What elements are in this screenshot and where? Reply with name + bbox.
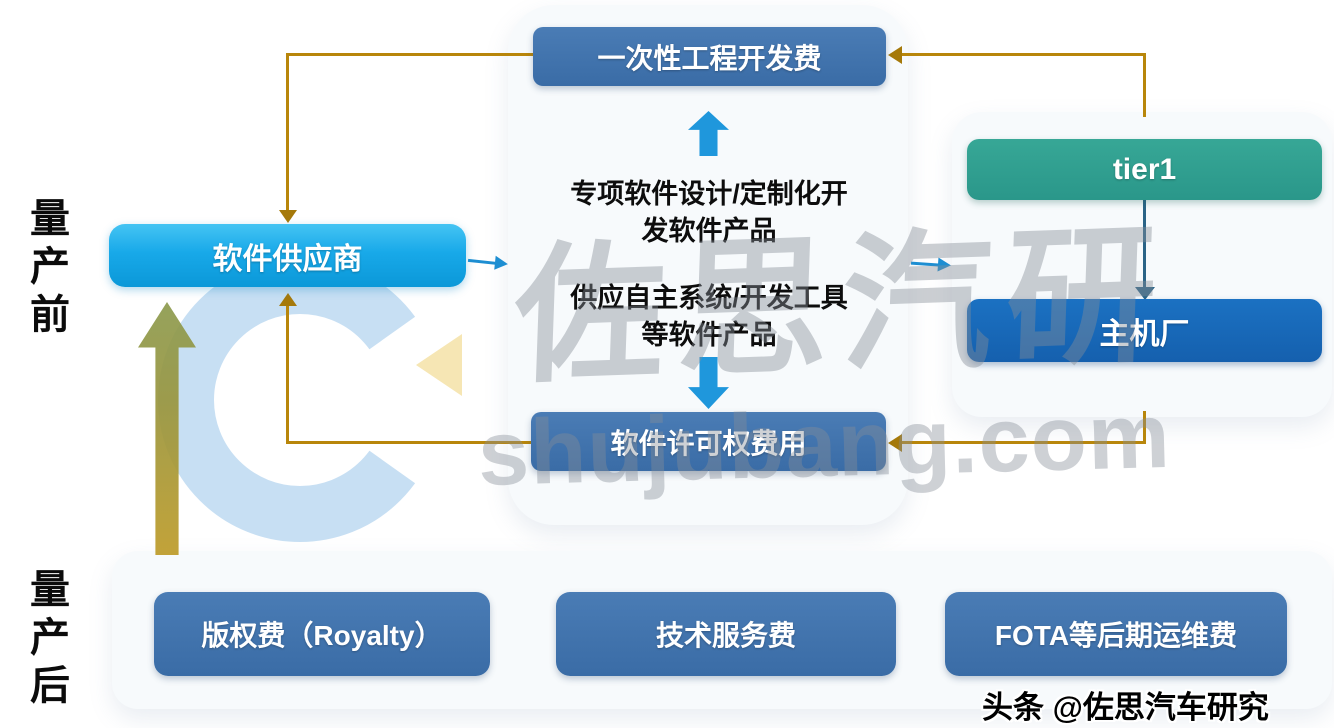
- box-fota-ops-fee: FOTA等后期运维费: [945, 592, 1287, 676]
- arrow-tip-icon: [937, 257, 952, 273]
- arrowhead-down-into-supplier-icon: [279, 210, 297, 223]
- watermark-toutiao-byline: 头条 @佐思汽车研究: [982, 690, 1269, 725]
- box-software-license-fee: 软件许可权费用: [531, 412, 886, 471]
- connector-tier1-to-onetime-h: [901, 53, 1146, 56]
- note-line: 发软件产品: [641, 216, 777, 246]
- box-software-supplier: 软件供应商: [109, 224, 466, 287]
- box-oem: 主机厂: [967, 299, 1322, 362]
- note-custom-development: 专项软件设计/定制化开 发软件产品: [530, 176, 888, 250]
- arrowhead-left-into-license-icon: [888, 434, 902, 452]
- note-line: 专项软件设计/定制化开: [570, 179, 848, 209]
- label-post-mass-production: 量产后: [24, 568, 68, 712]
- notes-to-tier1-arrow-icon: [910, 255, 952, 274]
- box-tier1: tier1: [967, 139, 1322, 200]
- box-royalty-fee: 版权费（Royalty）: [154, 592, 490, 676]
- note-line: 等软件产品: [641, 320, 777, 350]
- label-pre-mass-production: 量产前: [24, 197, 68, 341]
- box-tech-service-fee: 技术服务费: [556, 592, 896, 676]
- connector-oem-to-license-h: [901, 441, 1146, 444]
- arrowhead-left-into-onetime-icon: [888, 46, 902, 64]
- arrowhead-up-into-supplier-icon: [279, 293, 297, 306]
- arrow-shaft: [910, 261, 941, 267]
- supplier-to-notes-arrow-icon: [467, 252, 509, 272]
- note-self-supply: 供应自主系统/开发工具 等软件产品: [530, 280, 888, 354]
- connector-onetime-to-supplier-v: [286, 53, 289, 211]
- connector-onetime-to-supplier-h: [288, 53, 533, 56]
- box-onetime-engineering-fee: 一次性工程开发费: [533, 27, 886, 86]
- note-line: 供应自主系统/开发工具: [570, 283, 848, 313]
- connector-tier1-to-oem: [1143, 200, 1146, 288]
- arrowhead-down-into-oem-icon: [1135, 287, 1155, 300]
- arrow-shaft: [467, 258, 498, 265]
- connector-tier1-to-onetime-v: [1143, 55, 1146, 117]
- arrow-tip-icon: [494, 255, 509, 272]
- connector-license-to-supplier-v: [286, 306, 289, 444]
- connector-oem-to-license-v: [1143, 411, 1146, 443]
- connector-license-to-supplier-h: [288, 441, 531, 444]
